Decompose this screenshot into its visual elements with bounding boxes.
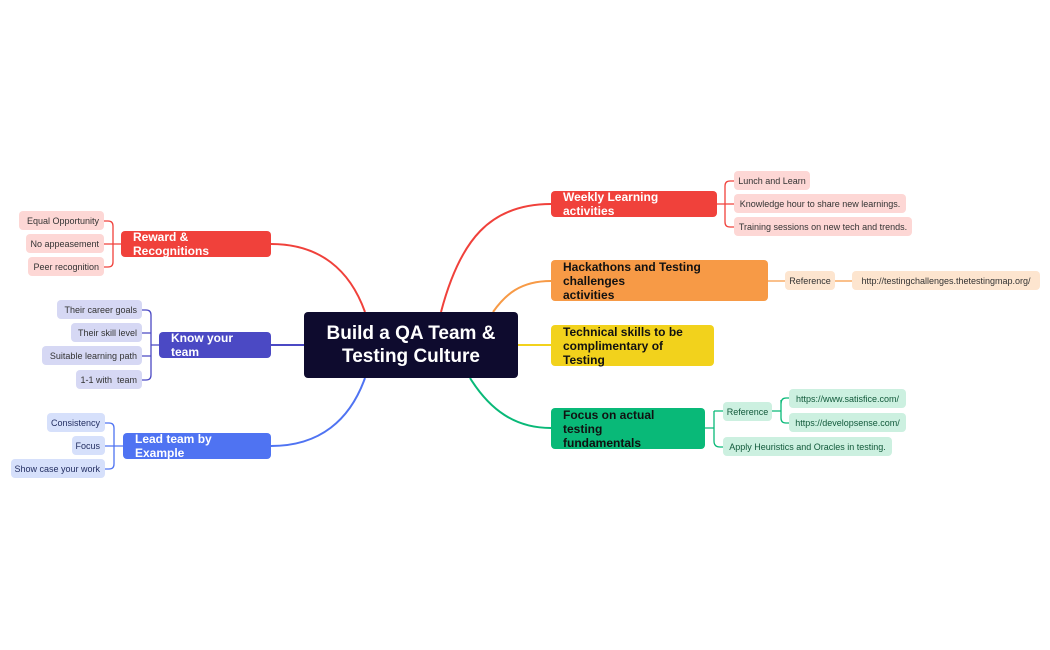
hackathons-url[interactable]: http://testingchallenges.thetestingmap.o… (852, 271, 1040, 290)
lead-item-focus-label: Focus (75, 440, 100, 451)
weekly-item-training[interactable]: Training sessions on new tech and trends… (734, 217, 912, 236)
topic-focus-fundamentals[interactable]: Focus on actual testing fundamentals (551, 407, 705, 450)
topic-technical-line1: Technical skills to be (563, 324, 683, 339)
link-hackathons (492, 280, 552, 313)
focus-heuristics-label: Apply Heuristics and Oracles in testing. (729, 441, 886, 452)
focus-url-satisfice-link[interactable]: https://www.satisfice.com/ (795, 393, 900, 404)
reward-item-equal-label: Equal Opportunity (26, 215, 99, 226)
topic-know-your-team[interactable]: Know your team (159, 331, 271, 359)
know-item-one-on-one[interactable]: 1-1 with team (76, 370, 142, 389)
weekly-item-lunch[interactable]: Lunch and Learn (734, 171, 810, 190)
hackathons-reference[interactable]: Reference (785, 271, 835, 290)
focus-url-satisfice[interactable]: https://www.satisfice.com/ (789, 389, 906, 408)
reward-item-equal[interactable]: Equal Opportunity (19, 211, 104, 230)
hackathons-reference-label: Reference (789, 275, 831, 286)
topic-reward-label: Reward & Recognitions (133, 230, 210, 258)
know-item-learning-path-label: Suitable learning path (49, 350, 137, 361)
link-reward (270, 243, 366, 313)
focus-heuristics[interactable]: Apply Heuristics and Oracles in testing. (723, 437, 892, 456)
link-lead (270, 377, 366, 447)
weekly-item-training-label: Training sessions on new tech and trends… (738, 221, 908, 232)
weekly-item-knowledge[interactable]: Knowledge hour to share new learnings. (734, 194, 906, 213)
topic-hackathons[interactable]: Hackathons and Testing challenges activi… (551, 259, 768, 302)
lead-item-consistency-label: Consistency (50, 417, 100, 428)
root-title-line2: Testing Culture (342, 346, 480, 367)
lead-item-showcase[interactable]: Show case your work (11, 459, 105, 478)
lead-item-showcase-label: Show case your work (14, 463, 100, 474)
topic-hackathons-line2: activities (563, 287, 615, 302)
focus-url-developsense-link[interactable]: https://developsense.com/ (795, 417, 900, 428)
focus-url-developsense[interactable]: https://developsense.com/ (789, 413, 906, 432)
weekly-item-knowledge-label: Knowledge hour to share new learnings. (739, 198, 901, 209)
reward-item-peer-label: Peer recognition (33, 261, 99, 272)
topic-weekly-learning-label: Weekly Learning activities (563, 190, 659, 218)
topic-hackathons-line1: Hackathons and Testing challenges (563, 259, 701, 288)
topic-weekly-learning[interactable]: Weekly Learning activities (551, 190, 717, 218)
topic-know-label: Know your team (171, 331, 233, 359)
focus-reference-label: Reference (726, 406, 769, 417)
know-item-career[interactable]: Their career goals (57, 300, 142, 319)
hackathons-url-link[interactable]: http://testingchallenges.thetestingmap.o… (861, 275, 1031, 286)
know-item-learning-path[interactable]: Suitable learning path (42, 346, 142, 365)
lead-item-focus[interactable]: Focus (72, 436, 105, 455)
lead-item-consistency[interactable]: Consistency (47, 413, 105, 432)
topic-lead-by-example[interactable]: Lead team by Example (123, 432, 271, 460)
topic-technical-line2: complimentary of Testing (563, 338, 664, 367)
know-item-skill[interactable]: Their skill level (71, 323, 142, 342)
topic-reward-recognitions[interactable]: Reward & Recognitions (121, 230, 271, 258)
know-item-career-label: Their career goals (64, 304, 137, 315)
root-title-line1: Build a QA Team & (326, 323, 496, 344)
topic-focus-line2: fundamentals (563, 435, 642, 450)
weekly-item-lunch-label: Lunch and Learn (738, 175, 806, 186)
reward-item-appeasement-label: No appeasement (30, 238, 99, 249)
root-topic[interactable]: Build a QA Team & Testing Culture (304, 312, 518, 378)
topic-technical-skills[interactable]: Technical skills to be complimentary of … (551, 324, 714, 367)
link-focus (469, 377, 552, 429)
know-item-skill-label: Their skill level (77, 327, 137, 338)
reward-item-peer[interactable]: Peer recognition (28, 257, 104, 276)
link-weekly (440, 203, 552, 313)
reward-item-appeasement[interactable]: No appeasement (26, 234, 104, 253)
topic-focus-line1: Focus on actual testing (563, 407, 655, 436)
topic-lead-label: Lead team by Example (135, 432, 212, 460)
know-item-one-on-one-label: 1-1 with team (80, 374, 137, 385)
focus-reference[interactable]: Reference (723, 402, 772, 421)
